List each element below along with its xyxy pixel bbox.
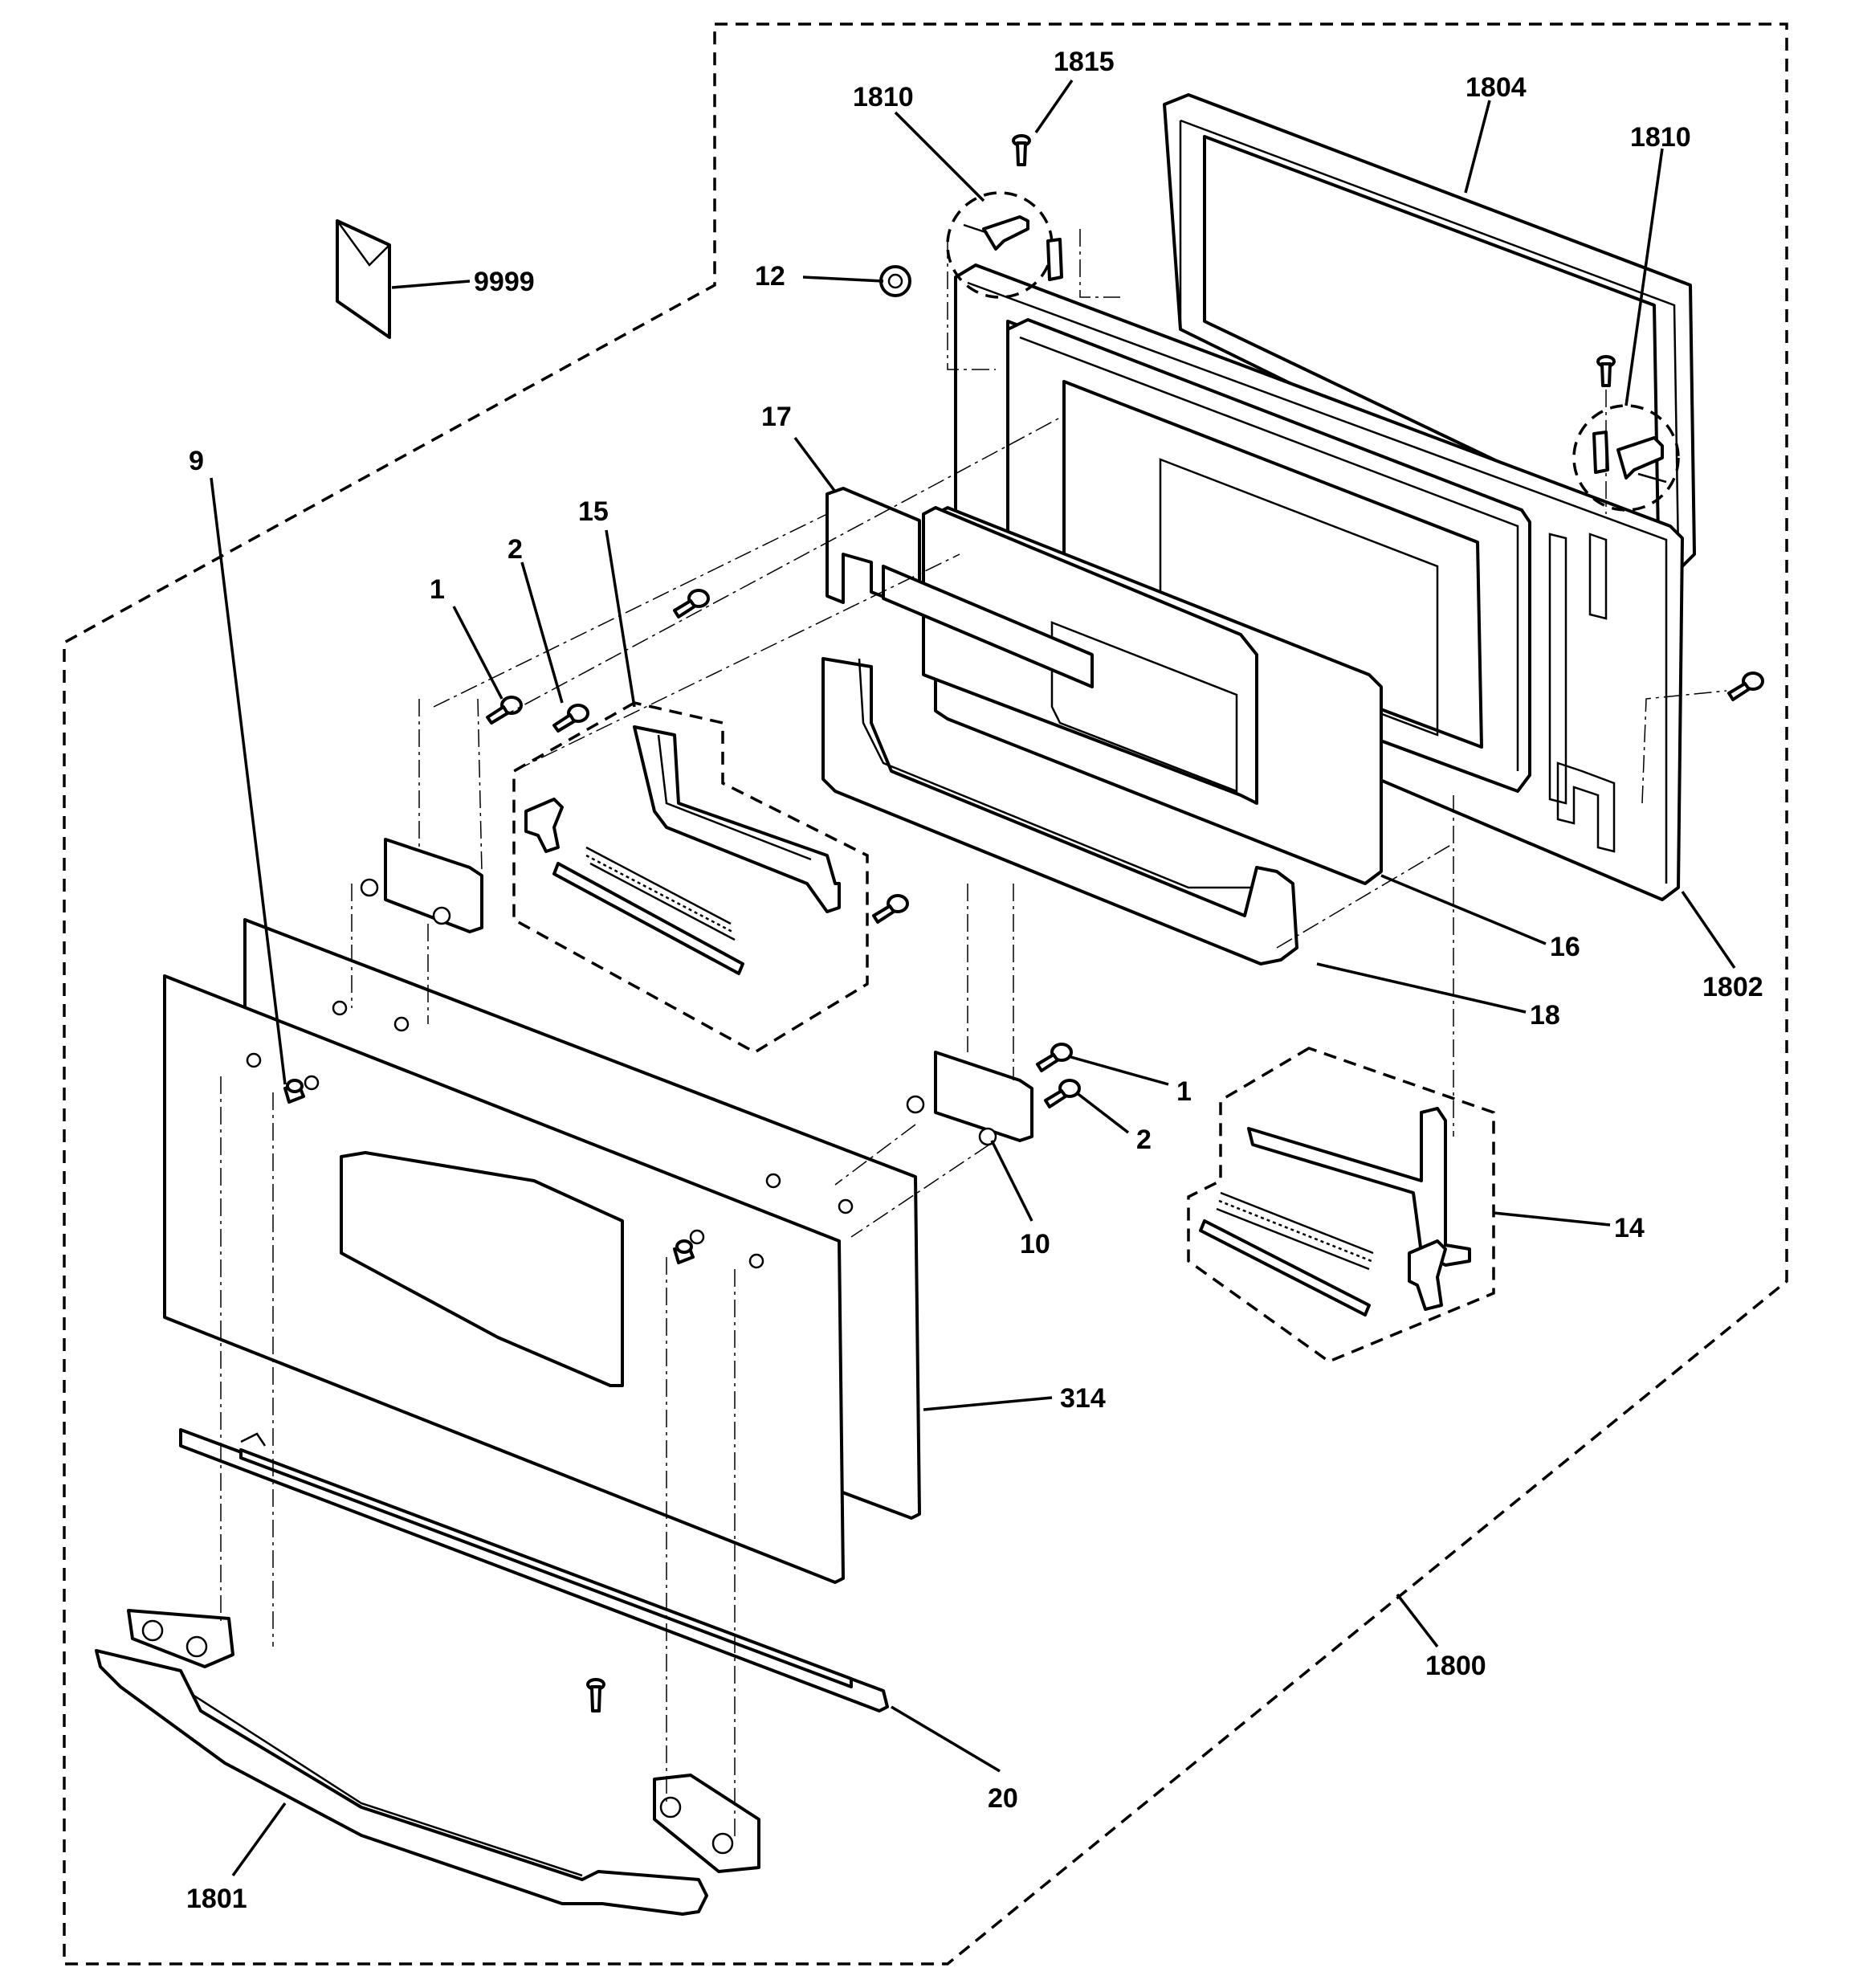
part-9-bumper-left [283,1079,305,1104]
label-2-lower: 2 [1136,1125,1152,1155]
label-10: 10 [1020,1229,1050,1259]
part-9-bumper-right [673,1239,695,1264]
part-1810-hinge-mount-top [946,191,1063,299]
label-1804: 1804 [1466,72,1527,103]
label-20: 20 [988,1783,1018,1814]
part-1815-screw [1012,134,1031,166]
phantom-lines [220,229,1727,1839]
label-17: 17 [761,402,792,432]
label-12: 12 [755,261,785,292]
part-1-screw-lower [1036,1043,1073,1072]
label-1802: 1802 [1702,972,1763,1002]
part-1804-door-frame [1163,93,1696,572]
label-15: 15 [578,496,609,527]
label-1801: 1801 [186,1884,247,1914]
screw-right-edge [1727,672,1764,701]
screw-left-mid [673,589,710,618]
label-18: 18 [1530,1000,1560,1031]
door-outer-panel [163,974,845,1584]
part-1810-hinge-mount-right [1572,404,1680,512]
label-1815: 1815 [1054,47,1115,77]
part-12-grommet [879,265,911,297]
label-1-upper: 1 [430,574,445,605]
label-16: 16 [1550,932,1580,962]
label-1800: 1800 [1425,1651,1486,1681]
part-2-screw-upper [552,704,589,733]
label-2-upper: 2 [508,534,523,565]
screw-right-top [1596,355,1616,387]
part-17-upper-liner-frame [821,487,1298,965]
screw-trim [586,1678,605,1712]
leader-lines [210,80,1736,1877]
part-16-inner-glass [1006,318,1531,793]
hinge-plate-lower-center [906,1051,1033,1146]
label-314: 314 [1060,1383,1106,1414]
label-1810-right: 1810 [1630,122,1691,153]
part-14-hinge-kit [1187,1047,1495,1363]
label-9: 9 [189,446,204,476]
screw-center [872,894,909,924]
part-20-door-trim [179,1428,889,1712]
label-14: 14 [1614,1213,1645,1243]
part-9999-envelope [336,219,391,339]
part-2-screw-lower [1044,1079,1081,1108]
part-15-hinge-kit [512,701,869,1055]
part-1-screw-upper [486,696,523,725]
label-9999: 9999 [474,267,535,297]
hinge-plate-upper-left [360,838,483,933]
part-1801-door-handle [95,1609,760,1916]
assembly-1800-boundary [63,22,1788,1966]
label-1-lower: 1 [1176,1076,1192,1107]
label-1810-top: 1810 [853,82,914,112]
part-labels: 9999 1815 1810 1804 1810 12 17 15 2 1 9 … [186,47,1763,1914]
